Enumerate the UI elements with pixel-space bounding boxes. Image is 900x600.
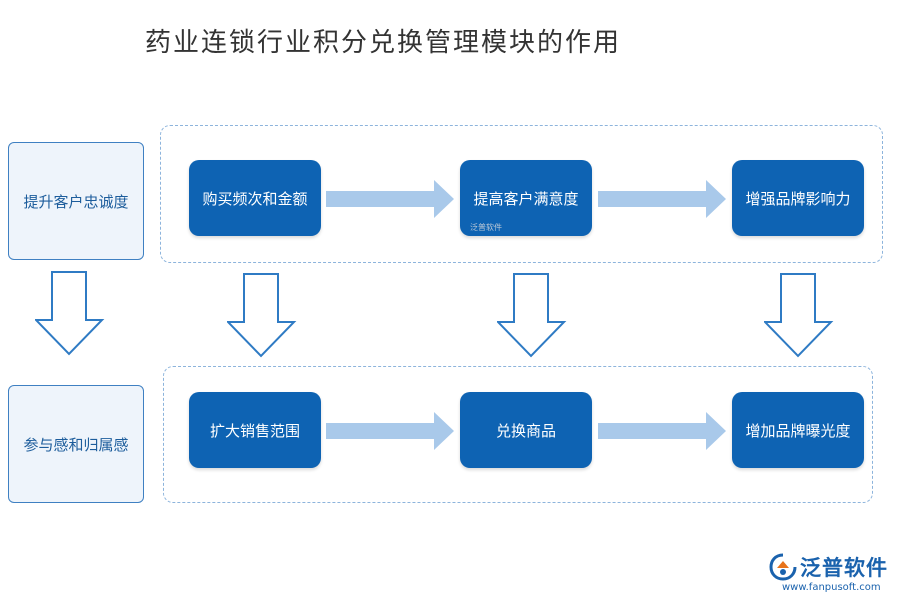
right-arrow-icon (326, 180, 454, 218)
side-label-text: 参与感和归属感 (23, 435, 129, 454)
watermark-text: 泛普软件 (470, 223, 502, 232)
node-customer-satisfaction: 提高客户满意度 (460, 160, 592, 236)
brand-name: 泛普软件 (800, 556, 888, 580)
node-purchase-frequency: 购买频次和金额 (189, 160, 321, 236)
fanpu-logo-icon (769, 553, 797, 581)
group-row-2 (163, 366, 873, 503)
node-brand-influence: 增强品牌影响力 (732, 160, 864, 236)
node-brand-exposure: 增加品牌曝光度 (732, 392, 864, 468)
down-arrow-icon (764, 273, 834, 358)
right-arrow-icon (598, 180, 726, 218)
page-title: 药业连锁行业积分兑换管理模块的作用 (145, 28, 622, 58)
node-label: 提高客户满意度 (473, 189, 579, 208)
node-label: 增强品牌影响力 (745, 189, 851, 208)
node-label: 兑换商品 (495, 421, 556, 440)
group-row-1 (160, 125, 883, 263)
side-label-loyalty: 提升客户忠诚度 (8, 142, 144, 260)
node-label: 增加品牌曝光度 (745, 421, 851, 440)
node-label: 扩大销售范围 (209, 421, 300, 440)
brand-url: www.fanpusoft.com (782, 582, 881, 593)
node-expand-sales: 扩大销售范围 (189, 392, 321, 468)
down-arrow-icon (35, 271, 105, 356)
node-redeem-goods: 兑换商品 (460, 392, 592, 468)
down-arrow-icon (497, 273, 567, 358)
right-arrow-icon (326, 412, 454, 450)
node-label: 购买频次和金额 (202, 189, 308, 208)
right-arrow-icon (598, 412, 726, 450)
down-arrow-icon (227, 273, 297, 358)
side-label-belonging: 参与感和归属感 (8, 385, 144, 503)
side-label-text: 提升客户忠诚度 (23, 192, 129, 211)
